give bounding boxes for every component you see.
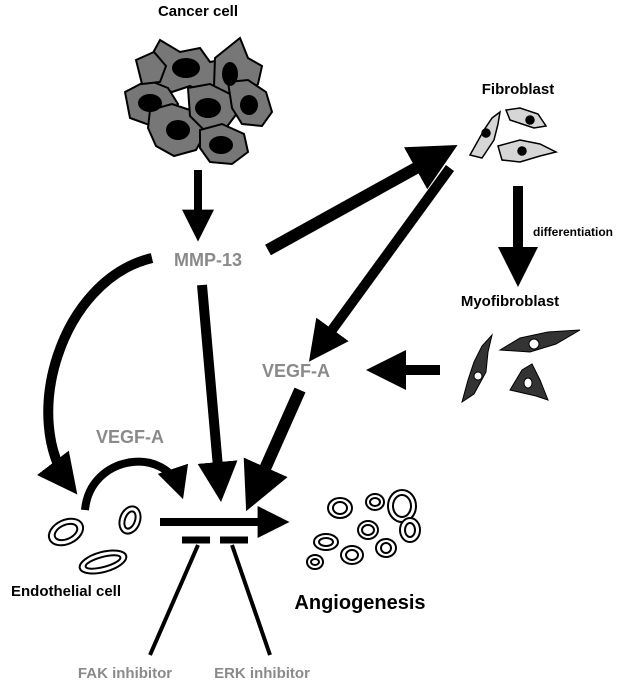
angiogenesis-label: Angiogenesis xyxy=(294,592,425,614)
angiogenesis-vessels-icon xyxy=(306,489,421,570)
cancer-cell-cluster-icon xyxy=(123,36,274,166)
mmp13-label: MMP-13 xyxy=(174,250,242,270)
differentiation-label: differentiation xyxy=(533,225,613,239)
fibroblast-cluster-icon xyxy=(468,107,559,163)
arrow-vegfa-to-junction xyxy=(243,387,306,512)
cancer-cell-label: Cancer cell xyxy=(158,3,238,20)
arrow-mmp13-to-fibroblast xyxy=(265,145,458,256)
endothelial-cells-icon xyxy=(47,505,142,575)
erk-inhibitor-label: ERK inhibitor xyxy=(214,665,310,682)
endothelial-cell-label: Endothelial cell xyxy=(11,583,121,600)
vegfa-center-label: VEGF-A xyxy=(262,361,330,381)
arrow-mmp13-to-endothelial xyxy=(37,253,154,495)
fak-inhibitor-label: FAK inhibitor xyxy=(78,665,172,682)
arrow-fibroblast-to-vegfa xyxy=(308,165,455,362)
arrow-vegfa-autocrine xyxy=(81,457,189,511)
vegfa-left-label: VEGF-A xyxy=(96,427,164,447)
myofibroblast-label: Myofibroblast xyxy=(461,293,559,310)
inhibitor-line-fak xyxy=(148,544,200,656)
arrow-mmp13-to-junction xyxy=(197,284,238,502)
inhibitor-line-erk xyxy=(230,544,272,656)
fibroblast-label: Fibroblast xyxy=(482,81,555,98)
myofibroblast-cluster-icon xyxy=(461,329,581,404)
